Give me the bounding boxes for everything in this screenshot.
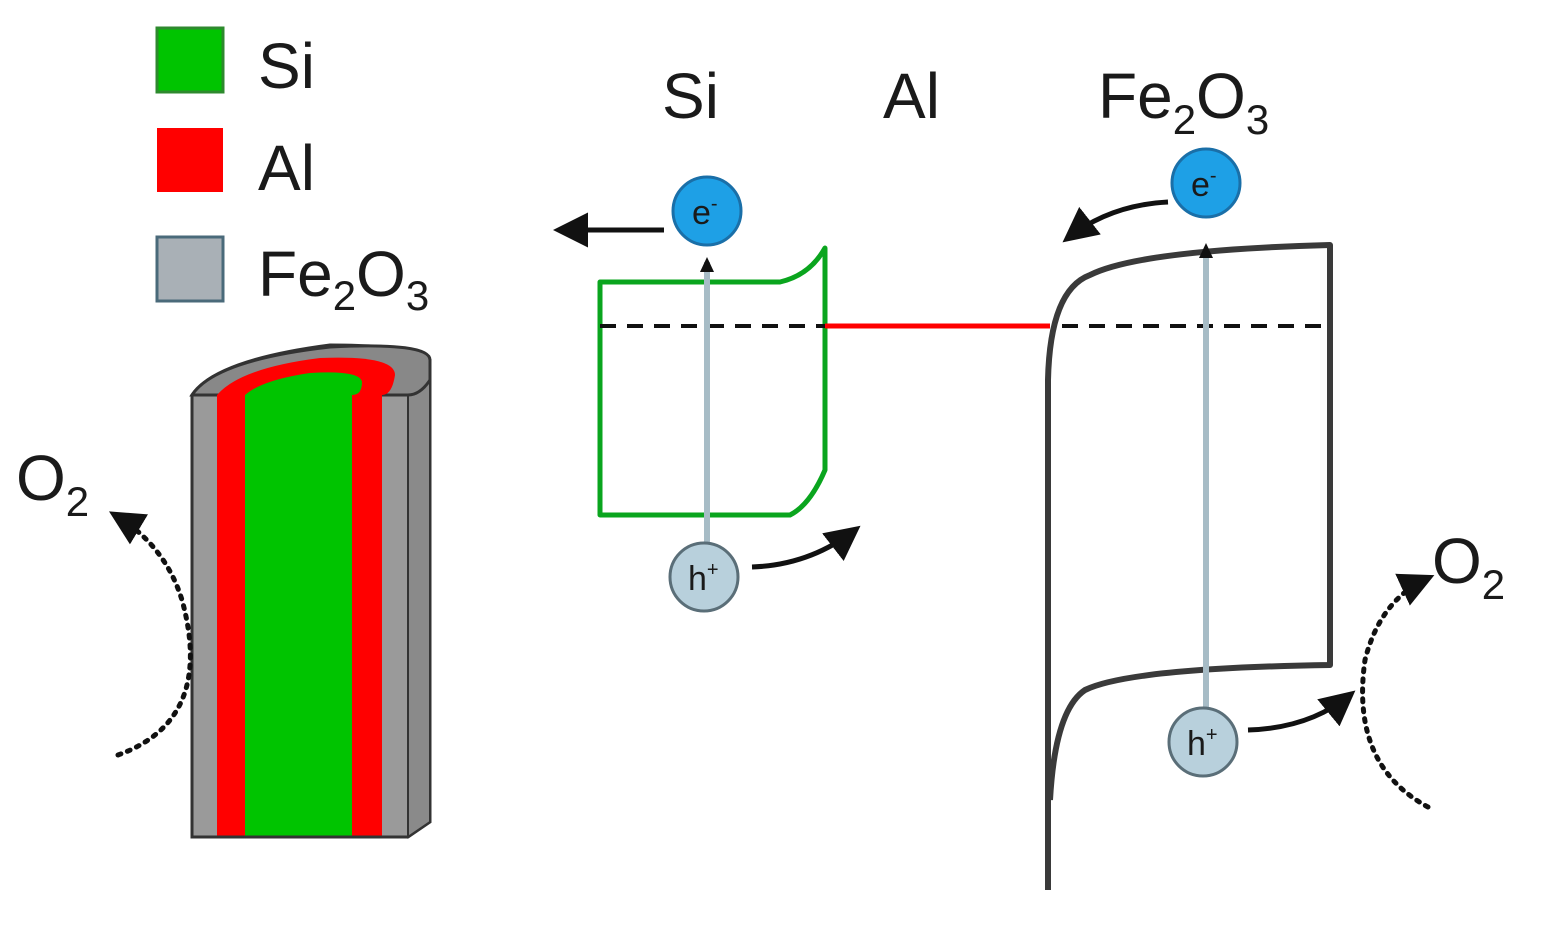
legend-swatch-al xyxy=(157,128,223,192)
hole-si: h+ xyxy=(668,541,740,613)
legend-label-fe2o3: Fe2O3 xyxy=(258,238,429,319)
electron-si: e- xyxy=(671,175,743,247)
svg-text:e-: e- xyxy=(692,193,718,232)
nanowire-cross-section xyxy=(189,343,432,839)
si-hole-transfer-arrow xyxy=(751,525,861,570)
al-layer-left xyxy=(217,395,245,837)
svg-text:e-: e- xyxy=(1191,165,1217,204)
band-label-fe2o3: Fe2O3 xyxy=(1098,60,1269,143)
si-core xyxy=(245,395,352,837)
fe2o3-shell-side xyxy=(407,378,431,839)
electron-fe2o3: e- xyxy=(1170,147,1242,219)
legend: Si Al Fe2O3 xyxy=(155,26,429,319)
si-excitation-arrowhead xyxy=(700,257,714,272)
legend-label-al: Al xyxy=(258,132,315,204)
legend-swatch-si xyxy=(155,26,225,94)
fe2o3-excitation-arrowhead xyxy=(1199,243,1213,258)
o2-label-right: O2 xyxy=(1432,525,1505,608)
band-label-al: Al xyxy=(883,60,940,132)
svg-text:h+: h+ xyxy=(688,559,719,598)
al-layer-right xyxy=(352,395,382,837)
o2-dotted-arrow-right xyxy=(1360,573,1435,810)
band-label-si: Si xyxy=(662,60,719,132)
o2-label-left: O2 xyxy=(16,442,89,525)
legend-label-si: Si xyxy=(258,30,315,102)
si-band-outline xyxy=(597,245,828,518)
legend-swatch-fe2o3 xyxy=(155,235,225,303)
svg-text:h+: h+ xyxy=(1187,724,1218,763)
fe2o3-electron-transfer-arrow xyxy=(1062,199,1169,243)
fe2o3-hole-transfer-arrow xyxy=(1247,690,1356,733)
si-core-top xyxy=(245,372,362,395)
hole-fe2o3: h+ xyxy=(1167,706,1239,778)
o2-dotted-arrow-left xyxy=(108,511,193,758)
fe2o3-conduction-band xyxy=(1045,242,1333,890)
